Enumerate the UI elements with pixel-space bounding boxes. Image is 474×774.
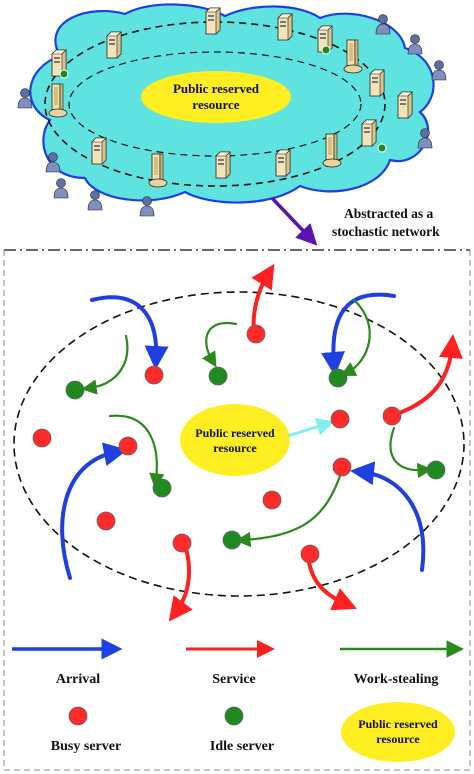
server-tower-icon [205,7,221,35]
legend-arrival-label: Arrival [56,672,100,687]
person-icon [87,190,103,211]
top-resource-line1: Public reserved [173,81,260,96]
abstraction-arrow [270,196,318,246]
work-stealing-arrow [235,468,344,548]
status-dot-icon [377,143,387,153]
abstraction-label-line2: stochastic network [332,224,440,239]
busy-server-node [330,409,350,429]
legend-busy-label: Busy server [51,739,121,754]
status-dot-icon [59,69,69,79]
status-dot-icon [321,45,331,55]
busy-server-node [118,436,138,456]
work-stealing-arrow [340,298,371,376]
legend-resource-line2: resource [376,732,420,746]
server-tower-icon [361,119,377,147]
busy-server-node [32,428,52,448]
network-resource-oval [180,404,290,476]
top-resource-oval [141,71,291,123]
idle-server-node [426,460,446,480]
legend-work-stealing-label: Work-stealing [354,672,439,687]
server-tower-icon [215,151,231,179]
person-icon [53,178,69,199]
busy-server-node [382,406,402,426]
network-boundary [13,291,465,597]
legend-idle-dot [224,706,244,726]
idle-server-node [328,368,348,388]
legend-resource-oval [341,702,455,762]
server-tower-icon [275,149,291,177]
busy-server-node [262,490,282,510]
arrival-arrow [60,442,128,580]
work-stealing-arrow [202,321,238,368]
idle-server-node [152,478,172,498]
arrival-arrow [90,295,169,370]
server-tower-icon [397,91,413,119]
legend-service-label: Service [212,672,256,687]
legend-resource-line1: Public reserved [358,717,438,731]
idle-server-node [208,366,228,386]
work-stealing-arrow [389,426,433,479]
arrival-arrow [350,461,426,572]
idle-server-node [222,530,242,550]
resource-transfer-arrow [287,418,335,438]
busy-server-node [172,533,192,553]
legend-idle-label: Idle server [210,739,274,754]
server-ring [44,21,386,187]
idle-server-node [65,380,85,400]
legend-busy-dot [68,706,88,726]
busy-server-node [246,324,266,344]
abstraction-label-line1: Abstracted as a [344,206,433,221]
arrival-arrow [321,292,396,376]
busy-server-node [96,511,116,531]
busy-server-node [144,365,164,385]
busy-server-node [332,457,352,477]
person-icon [431,60,447,81]
network-resource-line2: resource [213,441,257,455]
service-arrow [168,540,193,622]
server-tower-icon [277,13,293,41]
person-icon [407,34,423,55]
work-stealing-arrow [81,334,129,395]
legend: Arrival Service Work-stealing Busy serve… [12,638,464,762]
work-stealing-arrow [108,414,165,489]
server-tower-icon [91,137,107,165]
server-tower-icon [106,31,122,59]
busy-server-node [300,544,320,564]
top-resource-line2: resource [192,97,239,112]
network-resource-line1: Public reserved [195,426,275,440]
server-tower-icon [369,69,385,97]
service-arrow [251,263,275,334]
